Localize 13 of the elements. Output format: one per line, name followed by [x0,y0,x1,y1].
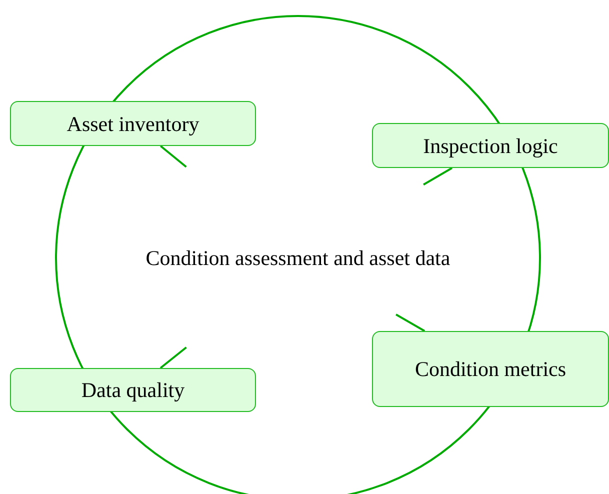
connector-line [396,314,426,332]
connector-line [423,167,452,186]
box-label: Condition metrics [414,356,566,383]
center-label: Condition assessment and asset data [146,245,450,272]
rounded-box [10,101,256,146]
box-label: Inspection logic [423,132,558,160]
connector-line [160,346,187,369]
rounded-box [10,368,256,412]
box-label: Data quality [81,377,185,404]
rounded-box [372,331,609,407]
box-label: Asset inventory [66,110,200,138]
connector-line [160,145,187,168]
rounded-box [372,123,609,168]
